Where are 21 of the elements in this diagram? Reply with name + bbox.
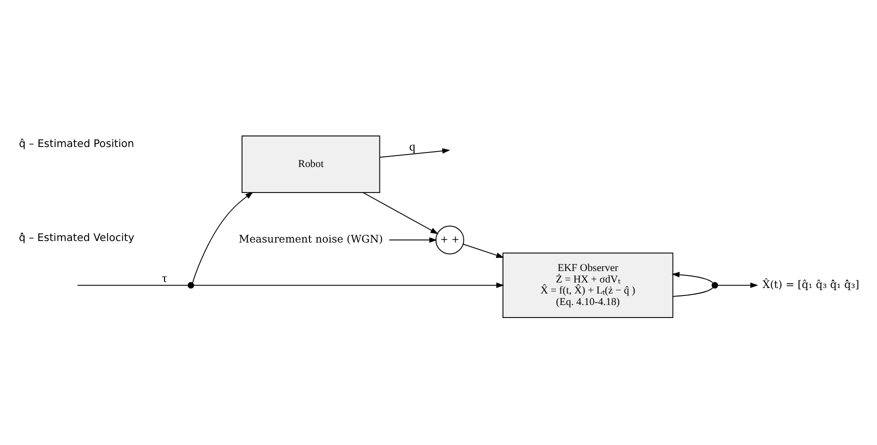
arrow: [380, 148, 450, 158]
arrow: [717, 282, 758, 288]
arrow: [462, 243, 504, 258]
label: q̂ – Estimated Position: [18, 137, 134, 150]
node-dot: [712, 282, 718, 288]
node-box: EKF Observer Ż = HX + σdVₜ X̂ = f(t, X̂) + Lₜ(ż − q̂ ) (Eq. 4.10-4.18): [502, 252, 674, 318]
arrow: [672, 271, 714, 283]
edge-label: q: [409, 138, 416, 153]
label: q̂̇ – Estimated Velocity: [18, 231, 134, 244]
node-dot: [188, 282, 194, 288]
connector: [77, 284, 188, 286]
node-box: Robot: [242, 134, 380, 192]
edge-label: τ: [162, 270, 168, 284]
arrow: [193, 282, 504, 288]
node-circle: + +: [435, 225, 464, 254]
node-text: X̂(t) = [q̂₁ q̂₃ q̂̇₁ q̂̇₃]: [762, 278, 860, 290]
arrow: [388, 236, 438, 242]
arrow: [192, 191, 254, 283]
node-text: Measurement noise (WGN): [238, 233, 383, 246]
arrow: [362, 192, 438, 234]
connector: [672, 286, 714, 296]
